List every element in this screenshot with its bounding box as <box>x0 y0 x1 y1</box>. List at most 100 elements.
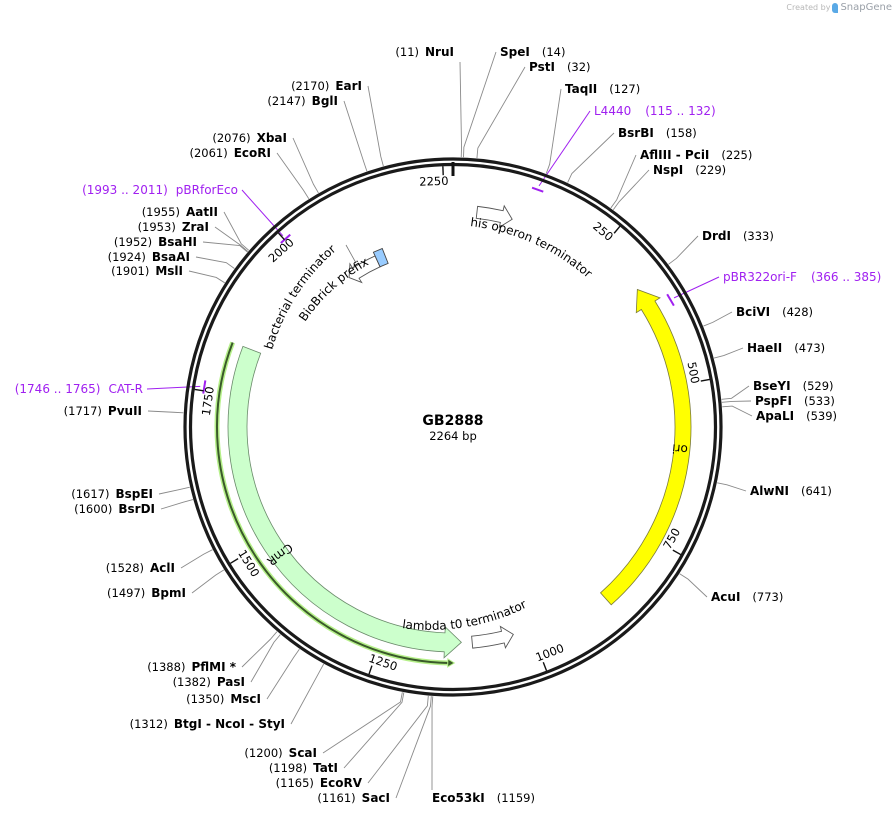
enzyme-site-spei[interactable]: SpeI(14) <box>500 45 565 59</box>
enzyme-site-zrai[interactable]: ZraI (1953) <box>138 220 209 234</box>
enzyme-site-aatii[interactable]: AatII(1955) <box>142 205 218 219</box>
enzyme-site-msci[interactable]: MscI(1350) <box>186 692 261 706</box>
enzyme-position: (473) <box>794 341 825 355</box>
snapgene-credit: Created by SnapGene <box>786 2 892 13</box>
feature-cmr[interactable]: CmR <box>214 341 462 668</box>
enzyme-site-pflmi-[interactable]: PflMI *(1388) <box>147 660 237 674</box>
enzyme-site-ecori[interactable]: EcoRI(2061) <box>189 146 271 160</box>
enzyme-name: PstI <box>529 60 555 74</box>
enzyme-name: AcuI <box>711 590 740 604</box>
enzyme-position: (2147) <box>267 94 305 108</box>
enzyme-position: (1955) <box>142 205 180 219</box>
enzyme-site-pspfi[interactable]: PspFI(533) <box>755 394 835 408</box>
snapgene-logo-icon <box>832 2 839 13</box>
enzyme-site-nrui[interactable]: (11)NruI <box>395 45 454 59</box>
enzyme-site-eco53ki[interactable]: Eco53kI(1159) <box>432 791 535 805</box>
enzyme-site-pvuii[interactable]: PvuII (1717) <box>64 404 142 418</box>
enzyme-name: ZraI <box>182 220 209 234</box>
enzyme-site-drdi[interactable]: DrdI(333) <box>702 229 774 243</box>
enzyme-site-taqii[interactable]: TaqII(127) <box>565 82 640 96</box>
enzyme-site-bspei[interactable]: BspEI(1617) <box>71 487 153 501</box>
enzyme-position: (428) <box>782 305 813 319</box>
enzyme-site-haeii[interactable]: HaeII(473) <box>747 341 825 355</box>
enzyme-position: (333) <box>743 229 774 243</box>
enzyme-site-btgi-ncoi-styi[interactable]: BtgI - NcoI - StyI(1312) <box>130 717 285 731</box>
enzyme-position: (1901) <box>111 264 149 278</box>
enzyme-site-nspi[interactable]: NspI(229) <box>653 163 726 177</box>
enzyme-position: (1159) <box>497 791 535 805</box>
enzyme-site-alwni[interactable]: AlwNI(641) <box>750 484 832 498</box>
primer-pbrforeco[interactable]: pBRforEco(1993 .. 2011) <box>82 183 291 244</box>
enzyme-name: PspFI <box>755 394 792 408</box>
lambda-terminator-label: lambda t0 terminator <box>402 597 529 633</box>
feature-bacterial-terminator[interactable] <box>348 255 381 284</box>
enzyme-site-msli[interactable]: MslI(1901) <box>111 264 183 278</box>
enzyme-site-bpmi[interactable]: BpmI(1497) <box>107 586 186 600</box>
enzyme-position: (1717) <box>64 404 102 418</box>
enzyme-name: BsrBI <box>618 126 654 140</box>
enzyme-name: BsrDI <box>118 502 155 516</box>
credit-brand: SnapGene <box>840 2 892 13</box>
enzyme-site-acui[interactable]: AcuI (773) <box>711 590 783 604</box>
enzyme-site-tati[interactable]: TatI (1198) <box>269 761 338 775</box>
enzyme-position: (1350) <box>186 692 224 706</box>
feature-lambda-terminator[interactable] <box>471 625 514 650</box>
tick-label: 1000 <box>534 641 566 665</box>
enzyme-site-ecorv[interactable]: EcoRV(1165) <box>276 776 363 790</box>
enzyme-site-bsrbi[interactable]: BsrBI(158) <box>618 126 697 140</box>
feature-biobrick-prefix[interactable] <box>345 244 389 268</box>
primer-pbr322ori-f[interactable]: pBR322ori-F(366 .. 385) <box>666 270 881 307</box>
enzyme-position: (1952) <box>114 235 152 249</box>
enzyme-site-scai[interactable]: ScaI (1200) <box>244 746 317 760</box>
feature-his-terminator[interactable] <box>475 204 513 229</box>
enzyme-position: (1200) <box>244 746 282 760</box>
enzyme-site-bsrdi[interactable]: BsrDI(1600) <box>74 502 155 516</box>
primer-layer: L4440 (115 .. 132) pBR322ori-F(366 .. 385)… <box>15 104 882 396</box>
enzyme-name: PvuII <box>108 404 142 418</box>
enzyme-position: (2170) <box>291 79 329 93</box>
enzyme-position: (1161) <box>317 791 355 805</box>
primer-range: (115 .. 132) <box>645 104 715 118</box>
enzyme-name: EcoRI <box>234 146 271 160</box>
enzyme-site-pasi[interactable]: PasI(1382) <box>173 675 245 689</box>
enzyme-name: XbaI <box>257 131 287 145</box>
tick-mark <box>542 662 548 671</box>
primer-name: CAT-R <box>108 382 143 396</box>
enzyme-site-apali[interactable]: ApaLI(539) <box>756 409 837 423</box>
enzyme-position: (1382) <box>173 675 211 689</box>
primer-l4440[interactable]: L4440 (115 .. 132) <box>531 104 716 193</box>
tick-label: 1750 <box>199 386 217 417</box>
enzyme-site-bsaai[interactable]: BsaAI(1924) <box>108 250 190 264</box>
enzyme-position: (641) <box>801 484 832 498</box>
enzyme-position: (1528) <box>106 561 144 575</box>
enzyme-name: ScaI <box>289 746 317 760</box>
primer-name: pBRforEco <box>176 183 238 197</box>
credit-prefix: Created by <box>786 3 831 12</box>
feature-ori[interactable]: ori <box>600 288 692 606</box>
enzyme-site-bcivi[interactable]: BciVI(428) <box>736 305 813 319</box>
enzyme-name: EcoRV <box>320 776 363 790</box>
primer-name: L4440 <box>594 104 631 118</box>
enzyme-site-acli[interactable]: AclI(1528) <box>106 561 175 575</box>
enzyme-name: EarI <box>335 79 362 93</box>
enzyme-site-xbai[interactable]: XbaI(2076) <box>212 131 287 145</box>
enzyme-name: TatI <box>313 761 338 775</box>
enzyme-site-afliii-pcii[interactable]: AflIII - PciI(225) <box>640 148 752 162</box>
enzyme-site-eari[interactable]: EarI (2170) <box>291 79 362 93</box>
plasmid-backbone <box>183 157 723 697</box>
enzyme-position: (773) <box>752 590 783 604</box>
enzyme-site-psti[interactable]: PstI(32) <box>529 60 591 74</box>
enzyme-position: (14) <box>542 45 566 59</box>
enzyme-position: (1198) <box>269 761 307 775</box>
enzyme-site-bgli[interactable]: BglI(2147) <box>267 94 338 108</box>
enzyme-site-bsahi[interactable]: BsaHI (1952) <box>114 235 197 249</box>
enzyme-site-saci[interactable]: SacI(1161) <box>317 791 390 805</box>
enzyme-leader-lines <box>147 51 753 799</box>
enzyme-name: BsaHI <box>158 235 197 249</box>
enzyme-site-bseyi[interactable]: BseYI(529) <box>753 379 834 393</box>
primer-cat-r[interactable]: CAT-R(1746 .. 1765) <box>15 380 207 396</box>
his-terminator-label: his operon terminator <box>470 215 595 280</box>
enzyme-name: ApaLI <box>756 409 794 423</box>
enzyme-position: (1953) <box>138 220 176 234</box>
